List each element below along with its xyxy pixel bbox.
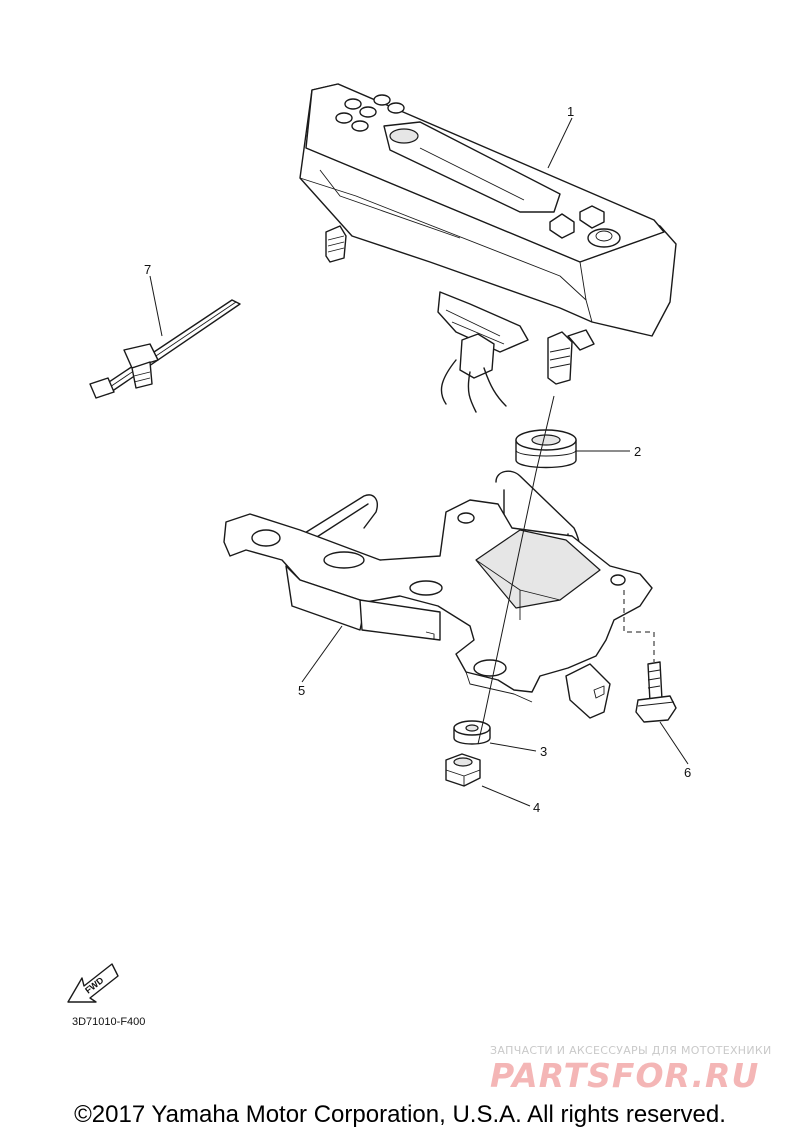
- fwd-arrow-icon: FWD: [67, 963, 119, 1003]
- watermark-logo: PARTSFOR.RU: [490, 1056, 760, 1095]
- nut: [445, 753, 481, 787]
- watermark-tagline: ЗАПЧАСТИ И АКСЕССУАРЫ ДЛЯ МОТОТЕХНИКИ: [490, 1044, 772, 1057]
- callout-5: 5: [298, 683, 305, 698]
- meter-assembly: [299, 83, 677, 413]
- callout-3: 3: [540, 744, 547, 759]
- callout-4: 4: [533, 800, 540, 815]
- meter-bracket: [223, 470, 655, 719]
- washer: [453, 720, 491, 745]
- grommet: [515, 429, 577, 469]
- cable-tie: [89, 299, 241, 399]
- callout-6: 6: [684, 765, 691, 780]
- leader-lines: [149, 117, 689, 807]
- alignment-line: [477, 395, 555, 745]
- bolt: [635, 661, 677, 723]
- copyright-notice: ©2017 Yamaha Motor Corporation, U.S.A. A…: [74, 1101, 726, 1128]
- part-code: 3D71010-F400: [72, 1016, 146, 1028]
- callout-1: 1: [567, 104, 574, 119]
- callout-7: 7: [144, 262, 151, 277]
- callout-2: 2: [634, 444, 641, 459]
